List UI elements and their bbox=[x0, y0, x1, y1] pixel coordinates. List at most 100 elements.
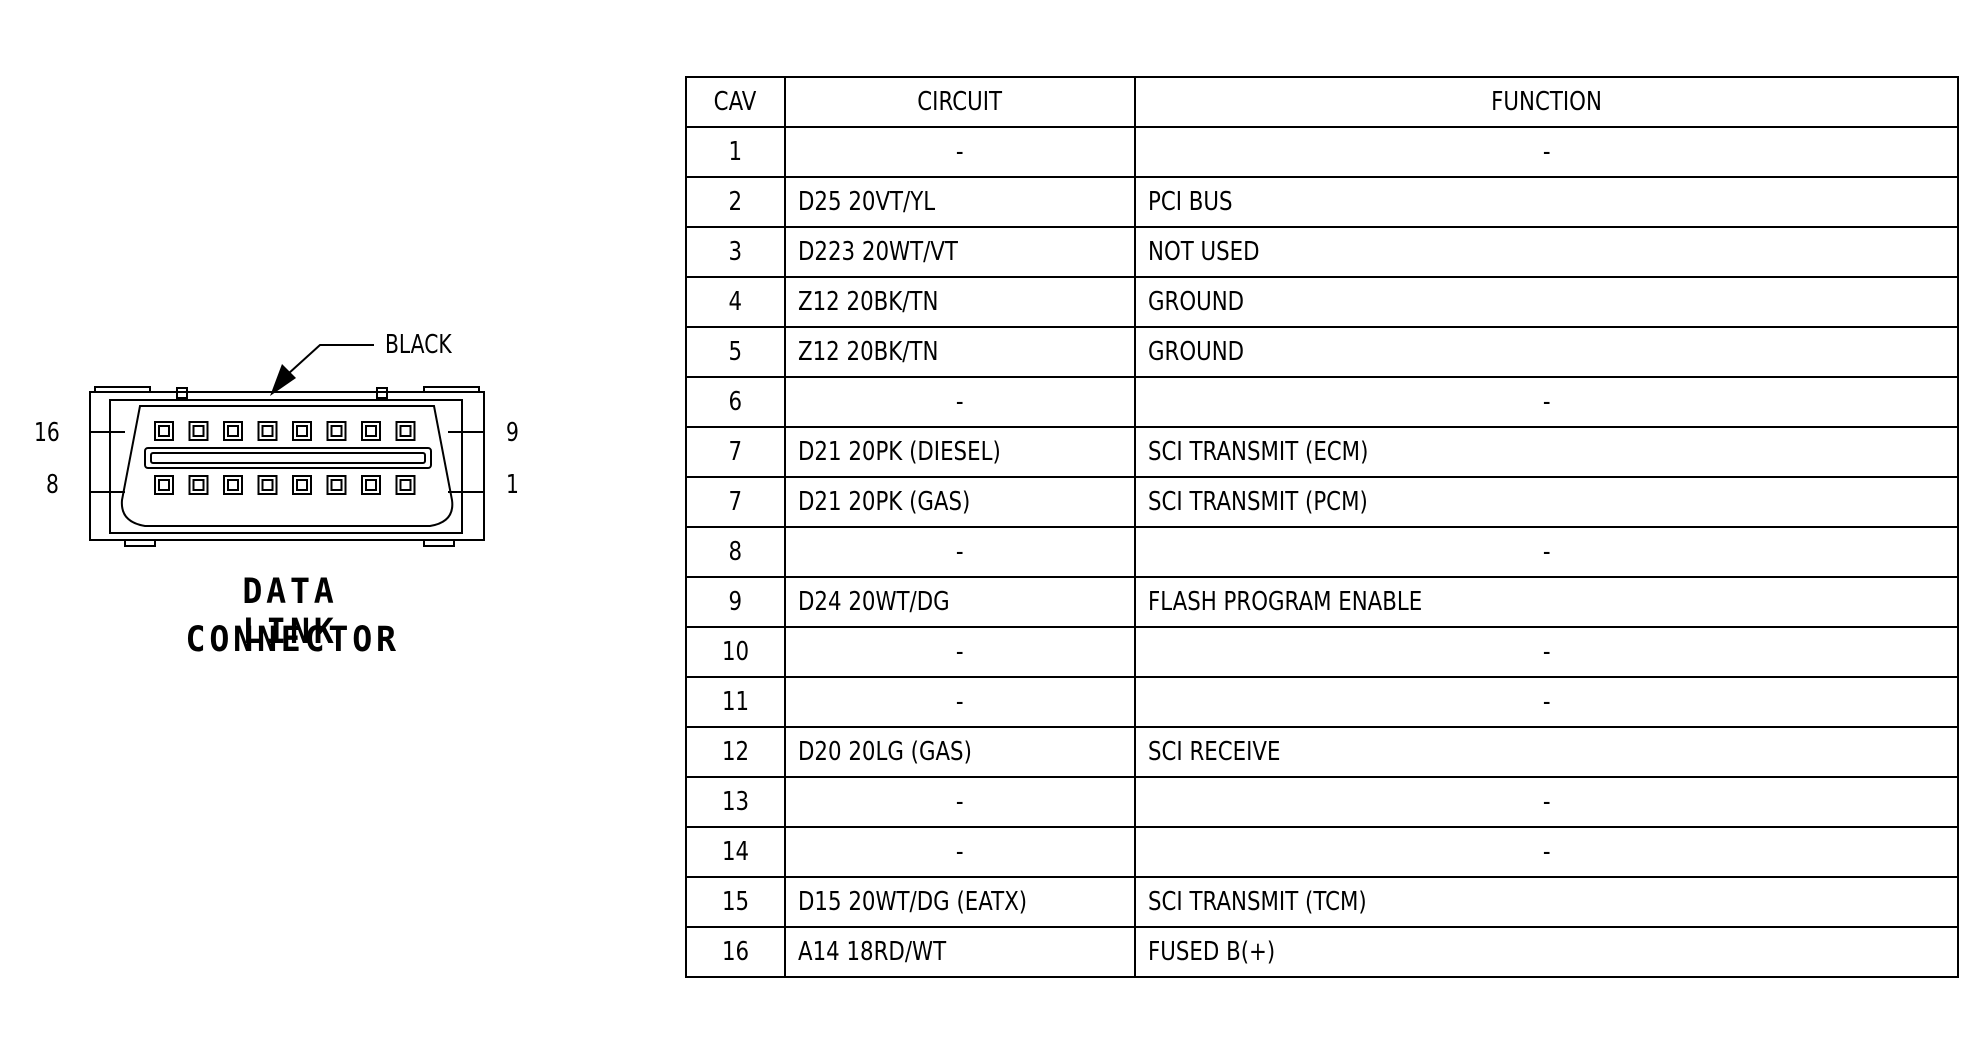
connector-tab-bottom-left bbox=[124, 539, 156, 547]
cav-cell-text: 6 bbox=[728, 387, 743, 417]
cav-cell-text: 3 bbox=[728, 237, 743, 267]
table-row: 1-- bbox=[685, 126, 1959, 178]
function-cell-text: SCI RECEIVE bbox=[1148, 737, 1281, 767]
circuit-cell-text: - bbox=[956, 537, 964, 567]
function-cell-text: - bbox=[1542, 637, 1551, 667]
table-row: 9 D24 20WT/DG FLASH PROGRAM ENABLE bbox=[685, 576, 1959, 628]
connector-pin-top bbox=[395, 421, 416, 441]
connector-pin-contact bbox=[227, 425, 239, 437]
circuit-cell-text: D21 20PK (DIESEL) bbox=[798, 437, 1001, 467]
circuit-cell-text: - bbox=[956, 387, 964, 417]
cav-cell-text: 12 bbox=[721, 737, 750, 767]
function-cell-text: SCI TRANSMIT (ECM) bbox=[1148, 437, 1369, 467]
circuit-cell-text: D24 20WT/DG bbox=[798, 587, 950, 617]
circuit-cell-text: D25 20VT/YL bbox=[798, 187, 936, 217]
function-cell-text: - bbox=[1542, 537, 1551, 567]
circuit-cell: D24 20WT/DG bbox=[784, 576, 1136, 628]
circuit-cell: Z12 20BK/TN bbox=[784, 276, 1136, 328]
cav-cell: 8 bbox=[685, 526, 786, 578]
circuit-cell: Z12 20BK/TN bbox=[784, 326, 1136, 378]
table-row: 4 Z12 20BK/TN GROUND bbox=[685, 276, 1959, 328]
connector-pin-bottom bbox=[223, 475, 243, 495]
pin-label-top-left: 16 bbox=[34, 418, 60, 448]
cav-cell: 13 bbox=[685, 776, 786, 828]
circuit-cell: D15 20WT/DG (EATX) bbox=[784, 876, 1136, 928]
circuit-cell: D21 20PK (GAS) bbox=[784, 476, 1136, 528]
connector-pin-contact bbox=[330, 479, 343, 491]
circuit-cell: - bbox=[784, 776, 1136, 828]
table-row: 8 - - bbox=[685, 526, 1959, 578]
connector-pin-bottom bbox=[395, 475, 416, 495]
cav-cell: 2 bbox=[685, 176, 786, 228]
function-cell-text: FLASH PROGRAM ENABLE bbox=[1148, 587, 1423, 617]
cav-cell-text: 10 bbox=[721, 637, 750, 667]
cav-cell: 9 bbox=[685, 576, 786, 628]
cav-cell-text: 1 bbox=[728, 137, 743, 167]
circuit-cell-text: D21 20PK (GAS) bbox=[798, 487, 971, 517]
function-cell: - bbox=[1134, 626, 1959, 678]
connector-center-bar bbox=[144, 447, 432, 469]
cav-cell: 1 bbox=[685, 126, 786, 178]
connector-title-line1: DATA LINK bbox=[242, 572, 338, 652]
cav-cell: 4 bbox=[685, 276, 786, 328]
cav-cell: 15 bbox=[685, 876, 786, 928]
circuit-cell-text: Z12 20BK/TN bbox=[798, 287, 939, 317]
function-cell-text: - bbox=[1542, 387, 1551, 417]
connector-inner-frame bbox=[109, 399, 463, 534]
cav-cell: 7 bbox=[685, 476, 786, 528]
cav-cell-text: 13 bbox=[721, 787, 750, 817]
circuit-cell-text: Z12 20BK/TN bbox=[798, 337, 939, 367]
connector-tab-top-left bbox=[94, 386, 151, 393]
connector-pin-top bbox=[223, 421, 243, 441]
cav-cell-text: 14 bbox=[721, 837, 750, 867]
connector-pin-contact bbox=[296, 479, 308, 491]
connector-pin-contact bbox=[399, 425, 412, 437]
function-cell-text: NOT USED bbox=[1148, 237, 1260, 267]
connector-pin-top bbox=[361, 421, 381, 441]
connector-pin-bottom bbox=[188, 475, 209, 495]
cav-cell-text: 9 bbox=[728, 587, 743, 617]
cav-cell: 14 bbox=[685, 826, 786, 878]
function-cell: PCI BUS bbox=[1134, 176, 1959, 228]
connector-pin-contact bbox=[227, 479, 239, 491]
table-row: 3 D223 20WT/VT NOT USED bbox=[685, 226, 1959, 278]
table-row: 6 - - bbox=[685, 376, 1959, 428]
table-row: 11-- bbox=[685, 676, 1959, 728]
connector-shroud bbox=[120, 405, 454, 527]
circuit-cell-text: - bbox=[956, 637, 964, 667]
connector-pin-contact bbox=[330, 425, 343, 437]
connector-pin-bottom bbox=[154, 475, 174, 495]
table-row: 7 D21 20PK (GAS) SCI TRANSMIT (PCM) bbox=[685, 476, 1959, 528]
connector-pin-top bbox=[154, 421, 174, 441]
function-cell-text: - bbox=[1542, 137, 1551, 167]
circuit-cell-text: D20 20LG (GAS) bbox=[798, 737, 972, 767]
function-cell-text: GROUND bbox=[1148, 337, 1245, 367]
circuit-cell-text: - bbox=[956, 837, 964, 867]
cav-cell: 3 bbox=[685, 226, 786, 278]
cav-cell-text: 4 bbox=[728, 287, 743, 317]
circuit-cell-text: D223 20WT/VT bbox=[798, 237, 958, 267]
function-cell: SCI TRANSMIT (ECM) bbox=[1134, 426, 1959, 478]
connector-pin-contact bbox=[261, 425, 274, 437]
cav-cell: 5 bbox=[685, 326, 786, 378]
connector-pin-contact bbox=[158, 479, 170, 491]
function-cell: SCI TRANSMIT (PCM) bbox=[1134, 476, 1959, 528]
table-row: 13-- bbox=[685, 776, 1959, 828]
function-cell-text: GROUND bbox=[1148, 287, 1245, 317]
function-cell: SCI TRANSMIT (TCM) bbox=[1134, 876, 1959, 928]
cav-cell-text: 5 bbox=[728, 337, 743, 367]
cav-cell-text: 8 bbox=[728, 537, 743, 567]
connector-housing bbox=[89, 391, 485, 541]
circuit-cell-text: A14 18RD/WT bbox=[798, 937, 947, 967]
function-cell: - bbox=[1134, 826, 1959, 878]
circuit-cell-text: D15 20WT/DG (EATX) bbox=[798, 887, 1028, 917]
function-cell: - bbox=[1134, 676, 1959, 728]
circuit-cell: - bbox=[784, 676, 1136, 728]
connector-pin-contact bbox=[399, 479, 412, 491]
table-row: 12 D20 20LG (GAS) SCI RECEIVE bbox=[685, 726, 1959, 778]
connector-pin-bottom bbox=[292, 475, 312, 495]
pin-label-top-right: 9 bbox=[506, 418, 519, 448]
connector-tab-bottom-right bbox=[423, 539, 455, 547]
